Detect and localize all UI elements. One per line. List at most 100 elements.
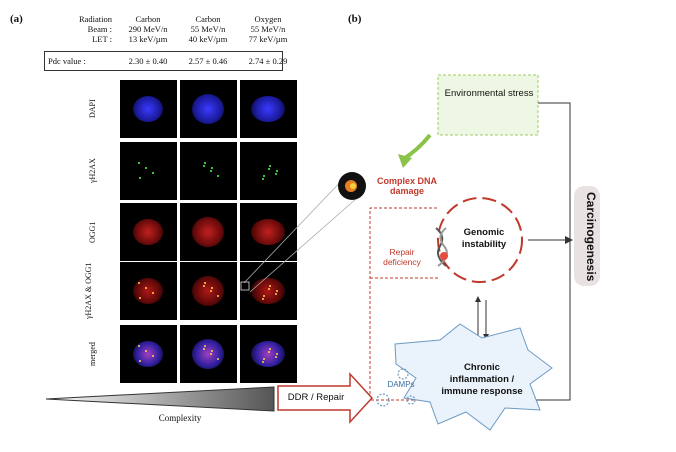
col2-beam: 55 MeV/n — [190, 24, 226, 34]
nucleus — [251, 278, 285, 304]
focus-dot — [262, 298, 264, 300]
environmental-stress-label: Environmental stress — [444, 88, 534, 99]
micrograph-ogg1-1 — [120, 203, 177, 261]
micrograph-ogg1-2 — [180, 203, 237, 261]
genomic-instability-label: Genomic instability — [461, 227, 507, 250]
focus-dot — [152, 292, 154, 294]
col3-let: 77 keV/µm — [248, 34, 288, 44]
col3-radiation: Oxygen — [254, 14, 282, 24]
micrograph-gh2ax-ogg1-2 — [180, 262, 237, 320]
col1-let: 13 keV/µm — [128, 34, 168, 44]
focus-dot — [217, 295, 219, 297]
focus-dot — [268, 168, 270, 170]
focus-dot — [203, 348, 205, 350]
panel-b-label: (b) — [348, 13, 362, 25]
focus-dot — [275, 173, 277, 175]
micrograph-dapi-2 — [180, 80, 237, 138]
focus-dot — [152, 172, 154, 174]
focus-dot — [263, 358, 265, 360]
col1-beam: 290 MeV/n — [128, 24, 168, 34]
col3-beam: 55 MeV/n — [250, 24, 286, 34]
micrograph-ogg1-3 — [240, 203, 297, 261]
focus-dot — [138, 282, 140, 284]
focus-dot — [204, 282, 206, 284]
focus-dot — [262, 178, 264, 180]
focus-dot — [275, 356, 277, 358]
focus-dot — [262, 361, 264, 363]
focus-dot — [263, 295, 265, 297]
focus-dot — [210, 353, 212, 355]
panel-a-label: (a) — [10, 13, 23, 25]
focus-dot — [211, 167, 213, 169]
focus-dot — [138, 345, 140, 347]
focus-dot — [217, 175, 219, 177]
micrograph-gh2ax-3 — [240, 142, 297, 200]
focus-dot — [269, 348, 271, 350]
focus-dot — [139, 297, 141, 299]
radiation-header: Radiation — [78, 14, 112, 24]
focus-dot — [275, 293, 277, 295]
focus-dot — [152, 355, 154, 357]
nucleus — [192, 339, 224, 369]
col2-let: 40 keV/µm — [188, 34, 228, 44]
nucleus — [251, 219, 285, 245]
complexity-wedge — [45, 386, 275, 412]
nucleus — [192, 94, 224, 124]
col3-pdc: 2.74 ± 0.29 — [248, 56, 288, 66]
focus-dot — [217, 358, 219, 360]
col2-radiation: Carbon — [195, 14, 221, 24]
nucleus — [251, 341, 285, 367]
repair-deficiency-label: Repair deficiency — [383, 247, 421, 267]
micrograph-gh2ax-ogg1-3 — [240, 262, 297, 320]
micrograph-merged-3 — [240, 325, 297, 383]
focus-dot — [145, 167, 147, 169]
focus-dot — [268, 351, 270, 353]
pdc-label: Pdc value : — [48, 56, 86, 66]
micrograph-merged-2 — [180, 325, 237, 383]
focus-dot — [276, 290, 278, 292]
micrograph-dapi-3 — [240, 80, 297, 138]
col1-radiation: Carbon — [135, 14, 161, 24]
focus-dot — [268, 288, 270, 290]
focus-dot — [276, 353, 278, 355]
beam-header: Beam : — [87, 24, 112, 34]
focus-dot — [203, 165, 205, 167]
focus-dot — [138, 162, 140, 164]
micrograph-gh2ax-1 — [120, 142, 177, 200]
focus-dot — [145, 287, 147, 289]
focus-dot — [211, 350, 213, 352]
let-header: LET : — [92, 34, 112, 44]
focus-dot — [210, 170, 212, 172]
nucleus — [133, 96, 163, 122]
focus-dot — [211, 287, 213, 289]
micrograph-gh2ax-2 — [180, 142, 237, 200]
ddr-repair-label: DDR / Repair — [287, 392, 345, 403]
micrograph-gh2ax-ogg1-1 — [120, 262, 177, 320]
focus-dot — [210, 290, 212, 292]
focus-dot — [269, 285, 271, 287]
focus-dot — [276, 170, 278, 172]
micrograph-merged-1 — [120, 325, 177, 383]
focus-dot — [203, 285, 205, 287]
focus-dot — [139, 360, 141, 362]
complexity-label: Complexity — [158, 413, 202, 423]
focus-dot — [263, 175, 265, 177]
col2-pdc: 2.57 ± 0.46 — [188, 56, 228, 66]
focus-dot — [145, 350, 147, 352]
nucleus — [192, 217, 224, 247]
nucleus — [133, 219, 163, 245]
nucleus — [192, 276, 224, 306]
pdc-box — [44, 51, 283, 71]
carcinogenesis-label: Carcinogenesis — [584, 192, 598, 282]
micrograph-dapi-1 — [120, 80, 177, 138]
damps-label: DAMPs — [387, 380, 415, 389]
nucleus — [251, 96, 285, 122]
focus-dot — [204, 162, 206, 164]
focus-dot — [139, 177, 141, 179]
col1-pdc: 2.30 ± 0.40 — [128, 56, 168, 66]
focus-dot — [204, 345, 206, 347]
complex-dna-damage-label: Complex DNA damage — [376, 176, 437, 196]
chronic-inflammation-label: Chronic inflammation / immune response — [441, 362, 523, 397]
